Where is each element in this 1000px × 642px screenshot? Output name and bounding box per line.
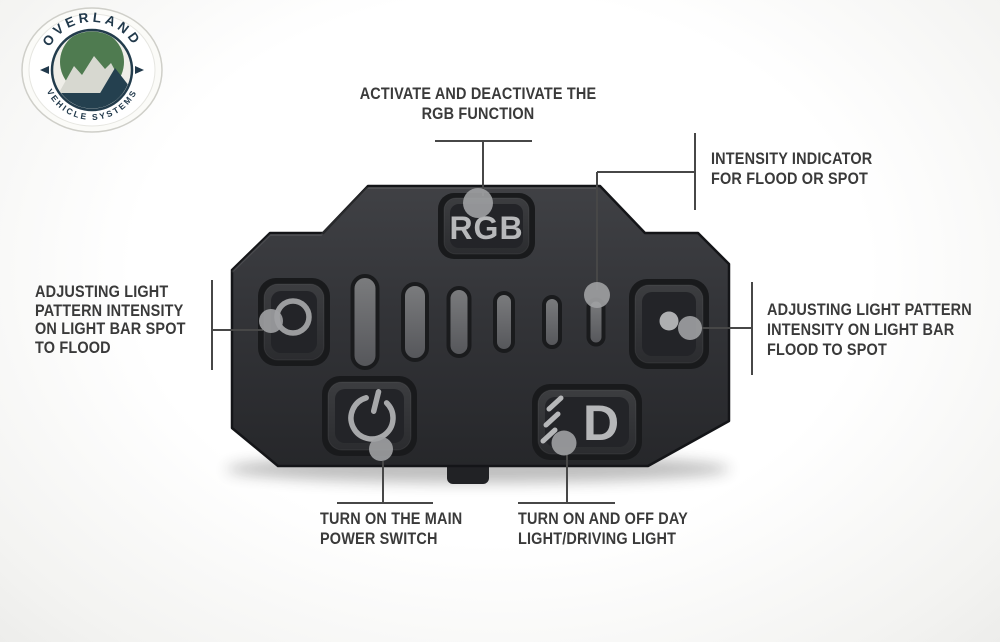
- flood-dot-icon: [659, 311, 679, 331]
- marker-dot-rgb: [463, 188, 493, 218]
- annotation-intensity-indicator: INTENSITY INDICATOR FOR FLOOD OR SPOT: [711, 149, 901, 189]
- annotation-text-line: ACTIVATE AND DEACTIVATE THE: [359, 84, 597, 103]
- power-button: [322, 376, 417, 456]
- device-edge-highlight: [231, 187, 598, 273]
- annotation-main-power: TURN ON THE MAIN POWER SWITCH: [320, 509, 488, 549]
- callout-line-rgb: [435, 140, 532, 196]
- power-symbol-icon: [348, 389, 396, 442]
- callout-line-power: [337, 461, 433, 504]
- annotation-text-line: PATTERN INTENSITY: [35, 300, 184, 320]
- callout-line-spot: [211, 280, 263, 370]
- annotation-text-line: TO FLOOD: [35, 337, 111, 357]
- daylight-beam-icon: [540, 395, 564, 444]
- brand-logo: OVERLAND VEHICLE SYSTEMS: [21, 7, 163, 133]
- annotation-text-line: ADJUSTING LIGHT PATTERN: [767, 300, 972, 319]
- logo-left-diamond: [40, 66, 49, 74]
- marker-dot-power: [369, 437, 393, 461]
- marker-dot-daylight: [551, 430, 577, 456]
- rgb-button: RGB: [438, 193, 535, 259]
- callout-line-intensity: [596, 133, 696, 290]
- indicator-bar-2: [401, 282, 429, 362]
- annotation-text-line: ADJUSTING LIGHT: [35, 282, 169, 301]
- indicator-bar-4: [493, 291, 515, 353]
- annotation-text-line: INTENSITY INDICATOR: [711, 149, 873, 168]
- annotation-text-line: POWER SWITCH: [320, 529, 438, 548]
- marker-dot-flood: [678, 316, 702, 340]
- indicator-bar-1: [350, 274, 380, 370]
- annotation-text-line: RGB FUNCTION: [421, 104, 535, 123]
- annotation-rgb-function: ACTIVATE AND DEACTIVATE THE RGB FUNCTION: [328, 84, 628, 124]
- annotation-text-line: TURN ON AND OFF DAY: [518, 509, 688, 528]
- annotation-day-light: TURN ON AND OFF DAY LIGHT/DRIVING LIGHT: [518, 509, 718, 549]
- indicator-bar-3: [446, 286, 472, 358]
- callout-line-flood: [700, 282, 753, 375]
- flood-button: [629, 279, 709, 369]
- indicator-bar-5: [542, 295, 562, 349]
- callout-line-daylight: [518, 455, 615, 504]
- annotation-text-line: FLOOD TO SPOT: [767, 340, 887, 359]
- annotation-spot-to-flood: ADJUSTING LIGHT PATTERN INTENSITY ON LIG…: [35, 282, 212, 357]
- annotation-text-line: FOR FLOOD OR SPOT: [711, 169, 869, 188]
- annotation-text-line: TURN ON THE MAIN: [320, 509, 463, 528]
- marker-dot-intensity: [584, 282, 610, 308]
- annotation-text-line: INTENSITY ON LIGHT BAR: [767, 320, 955, 339]
- annotation-text-line: ON LIGHT BAR SPOT: [35, 319, 186, 338]
- marker-dot-spot: [259, 309, 283, 333]
- logo-right-diamond: [135, 66, 144, 74]
- daylight-button-label: D: [583, 395, 619, 451]
- rgb-button-label: RGB: [449, 210, 523, 246]
- annotation-flood-to-spot: ADJUSTING LIGHT PATTERN INTENSITY ON LIG…: [767, 300, 1000, 360]
- annotation-text-line: LIGHT/DRIVING LIGHT: [518, 529, 677, 548]
